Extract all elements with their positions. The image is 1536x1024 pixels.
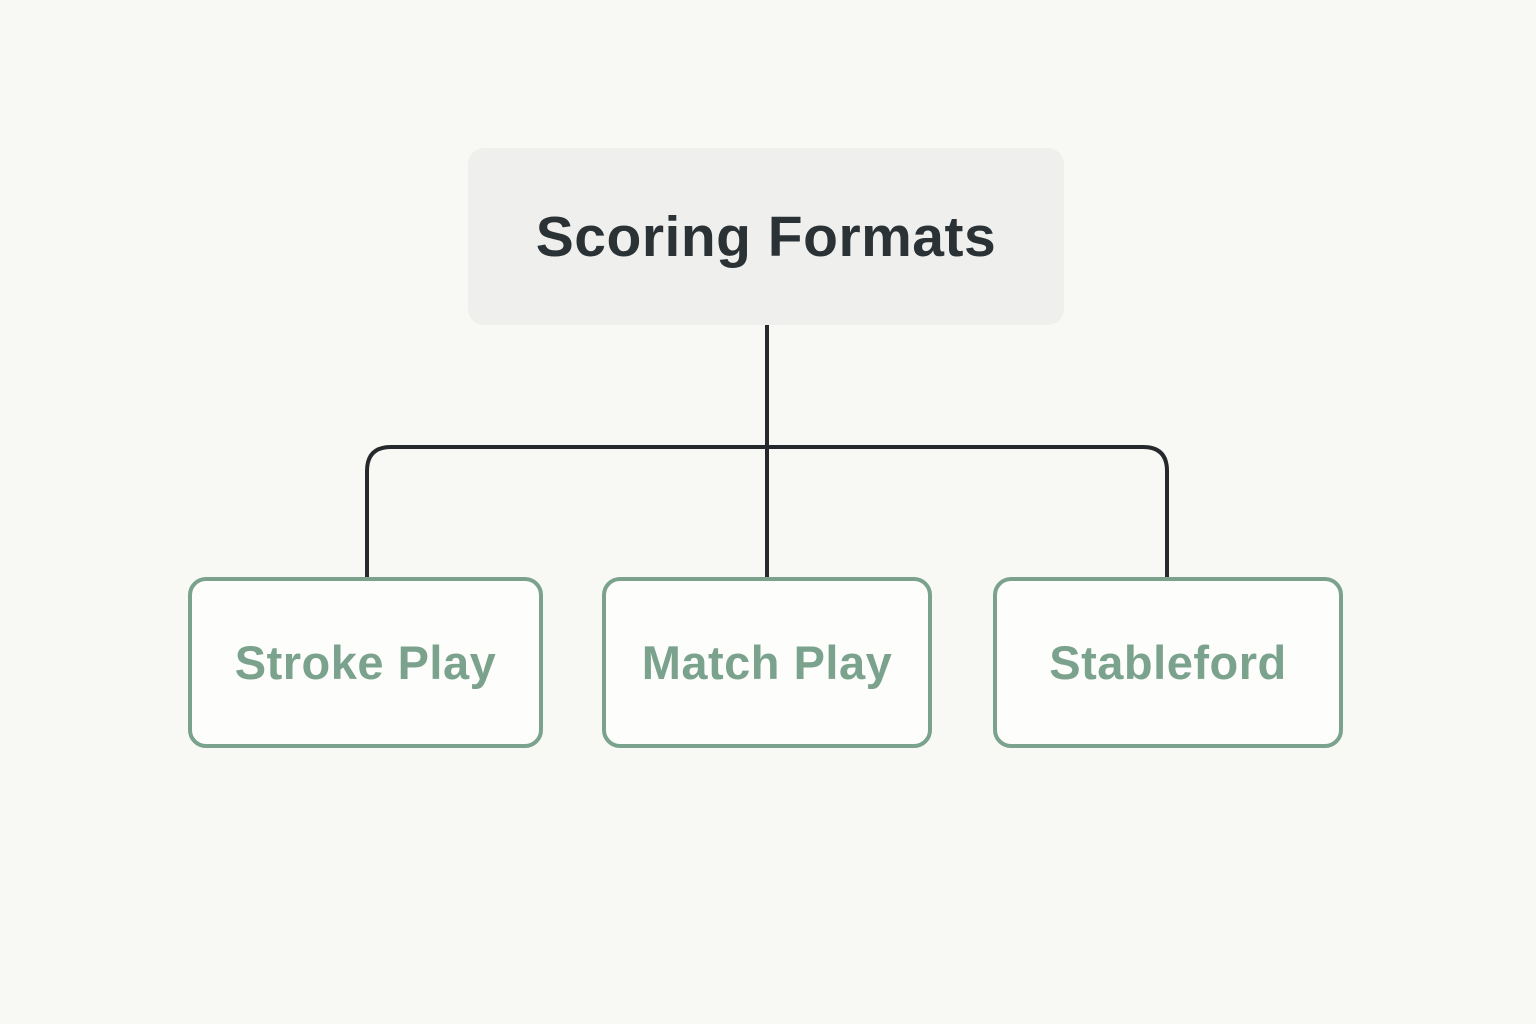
node-stableford-label: Stableford bbox=[1049, 636, 1287, 689]
node-stroke-play: Stroke Play bbox=[188, 577, 543, 748]
node-scoring-formats: Scoring Formats bbox=[468, 148, 1064, 325]
node-stableford: Stableford bbox=[993, 577, 1343, 748]
node-stroke-play-label: Stroke Play bbox=[234, 636, 497, 689]
connector-branch-right bbox=[767, 445, 1169, 578]
node-match-play-label: Match Play bbox=[641, 636, 893, 689]
connector-branch-left bbox=[365, 445, 767, 578]
node-match-play: Match Play bbox=[602, 577, 932, 748]
node-scoring-formats-label: Scoring Formats bbox=[535, 204, 997, 269]
